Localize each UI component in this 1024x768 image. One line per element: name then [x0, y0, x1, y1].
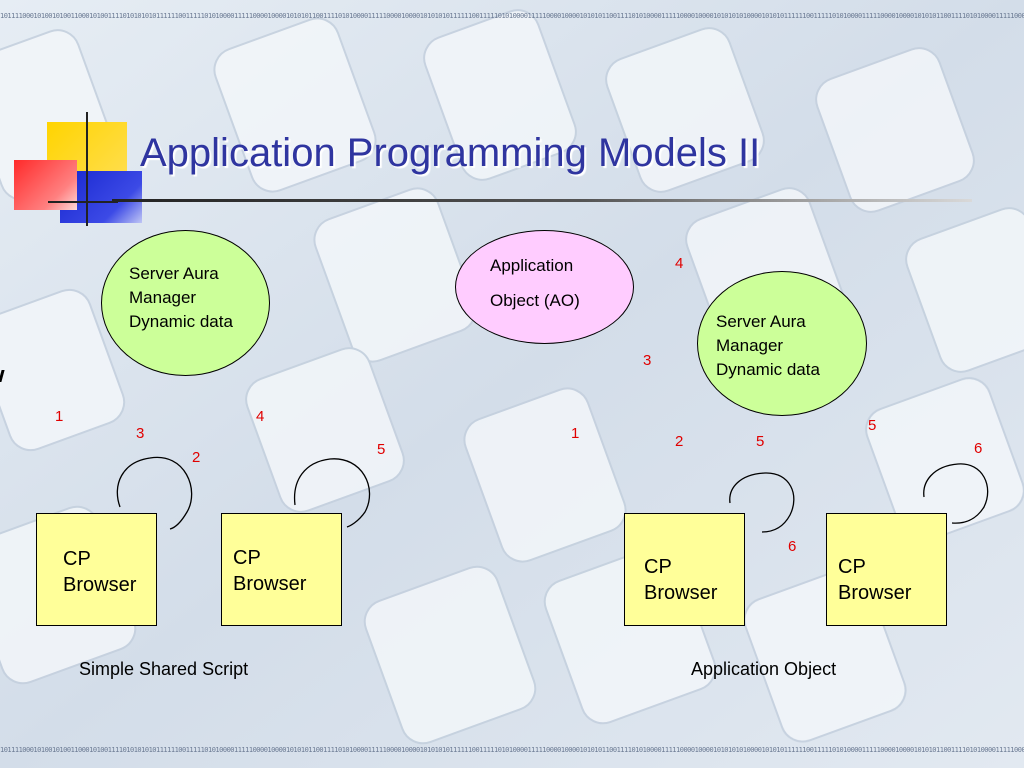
right-diagram-caption: Application Object — [691, 659, 837, 679]
right-cp-browser-label-a: CP Browser — [644, 556, 718, 604]
left-step-4: 4 — [256, 408, 265, 425]
right-cp-browser-box-a — [624, 513, 745, 626]
right-step-1: 1 — [571, 425, 580, 442]
right-step-6b: 6 — [788, 538, 797, 555]
left-cp-browser-label-a: CP Browser — [63, 548, 137, 596]
left-step-3: 3 — [136, 425, 145, 442]
right-step-5b: 5 — [868, 417, 877, 434]
right-cp-browser-box-b — [826, 513, 947, 626]
right-server-oval — [697, 271, 867, 416]
left-step-2: 2 — [192, 449, 201, 466]
right-step-2: 2 — [675, 433, 684, 450]
deco-horizontal-line — [48, 201, 118, 203]
deco-vertical-line — [86, 112, 88, 226]
slide-title: Application Programming Models II — [140, 131, 761, 175]
title-underline — [112, 199, 972, 202]
application-object-oval-label: Application Object (AO) — [490, 256, 580, 310]
left-server-oval-label: Server Aura Manager Dynamic data — [129, 264, 233, 331]
left-cp-browser-label-b: CP Browser — [233, 547, 307, 595]
left-cp-browser-box-b — [221, 513, 342, 626]
left-diagram-caption: Simple Shared Script — [79, 659, 249, 679]
right-step-3: 3 — [643, 352, 652, 369]
left-cp-browser-box-a — [36, 513, 157, 626]
right-step-5a: 5 — [756, 433, 765, 450]
right-cp-browser-label-b: CP Browser — [838, 556, 912, 604]
right-step-4: 4 — [675, 255, 684, 272]
right-server-oval-label: Server Aura Manager Dynamic data — [716, 312, 820, 379]
left-server-oval — [101, 230, 270, 376]
binary-strip-bottom: 1011110001010010100110001010011110101010… — [0, 746, 1024, 754]
application-object-oval — [455, 230, 634, 344]
left-step-5: 5 — [377, 441, 386, 458]
right-step-6a: 6 — [974, 440, 983, 457]
binary-strip-top: 1011110001010010100110001010011110101010… — [0, 12, 1024, 20]
left-step-1: 1 — [55, 408, 64, 425]
